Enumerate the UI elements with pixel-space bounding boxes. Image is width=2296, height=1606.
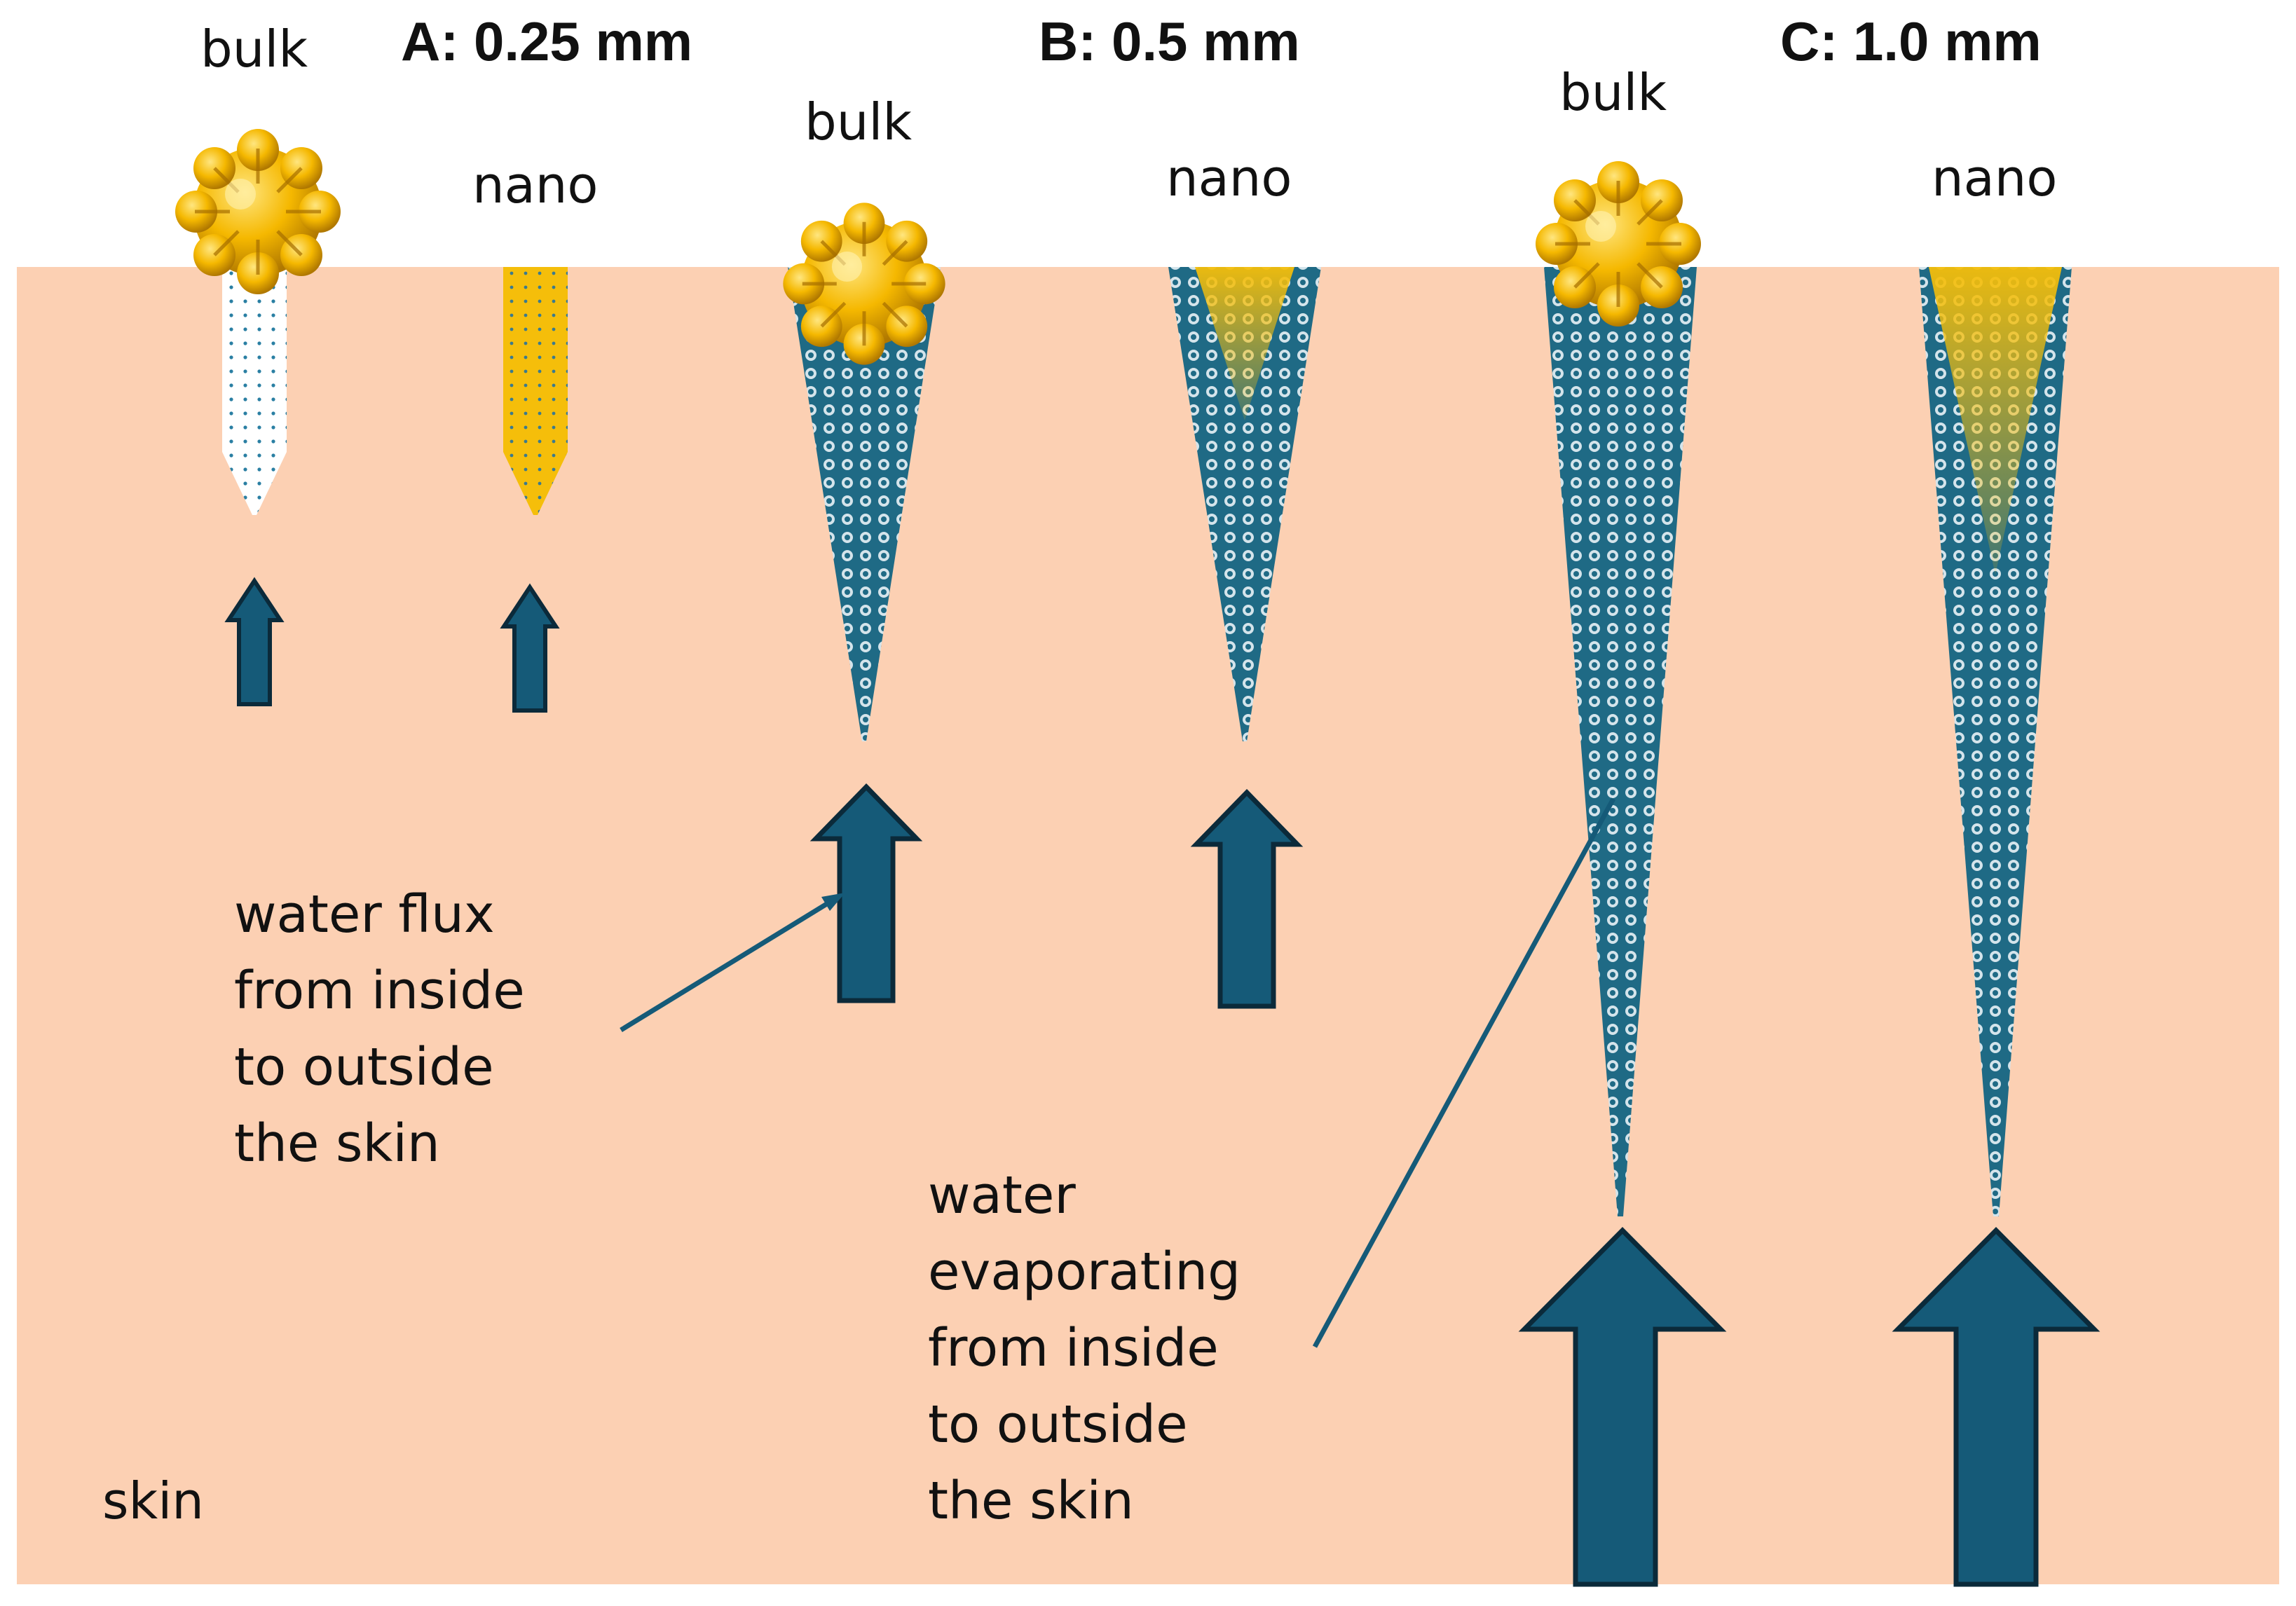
annotation-line: water flux [234, 884, 495, 945]
skin-region [17, 267, 2279, 1584]
up-arrow-icon [1518, 1227, 1727, 1587]
needle-a-bulk [222, 267, 287, 515]
annotation-water-flux: water flux from inside to outside the sk… [234, 877, 525, 1182]
up-arrow-icon [1190, 788, 1304, 1009]
annotation-line: the skin [928, 1471, 1134, 1531]
needle-b-nano-core [1195, 267, 1294, 420]
annotation-water-evaporating: water evaporating from inside to outside… [928, 1158, 1241, 1539]
bulk-particle-icon [175, 129, 341, 294]
up-arrow-icon [809, 783, 923, 1003]
label-nano-a: nano [472, 156, 599, 214]
bulk-particle-icon [1536, 161, 1701, 327]
needle-b-nano [1168, 267, 1321, 741]
label-nano-c: nano [1932, 149, 2058, 207]
annotation-line: evaporating [928, 1242, 1241, 1302]
label-nano-b: nano [1166, 149, 1292, 207]
header-a: A: 0.25 mm [401, 11, 693, 72]
up-arrow-icon [224, 577, 285, 706]
annotation-line: the skin [234, 1113, 440, 1174]
annotation-line: to outside [234, 1037, 494, 1097]
up-arrow-icon [500, 583, 560, 713]
annotation-line: from inside [234, 961, 525, 1021]
label-skin: skin [102, 1471, 204, 1530]
up-arrow-icon [1892, 1227, 2100, 1587]
annotation-line: from inside [928, 1318, 1219, 1378]
callout-line-water-flux [620, 895, 840, 1032]
needle-c-bulk [1544, 267, 1697, 1216]
label-bulk-c: bulk [1559, 63, 1667, 122]
label-bulk-b: bulk [805, 92, 913, 151]
bulk-particle-icon [783, 203, 945, 364]
needle-a-nano [503, 267, 568, 515]
annotation-line: water [928, 1165, 1076, 1226]
needle-b-bulk [788, 267, 941, 741]
header-c: C: 1.0 mm [1780, 11, 2042, 72]
callout-line-water-evaporating [1312, 797, 1616, 1348]
needle-c-nano-core [1929, 267, 2062, 575]
annotation-line: to outside [928, 1394, 1188, 1455]
needle-c-nano [1919, 267, 2072, 1216]
label-bulk-a: bulk [200, 20, 308, 78]
header-b: B: 0.5 mm [1039, 11, 1300, 72]
